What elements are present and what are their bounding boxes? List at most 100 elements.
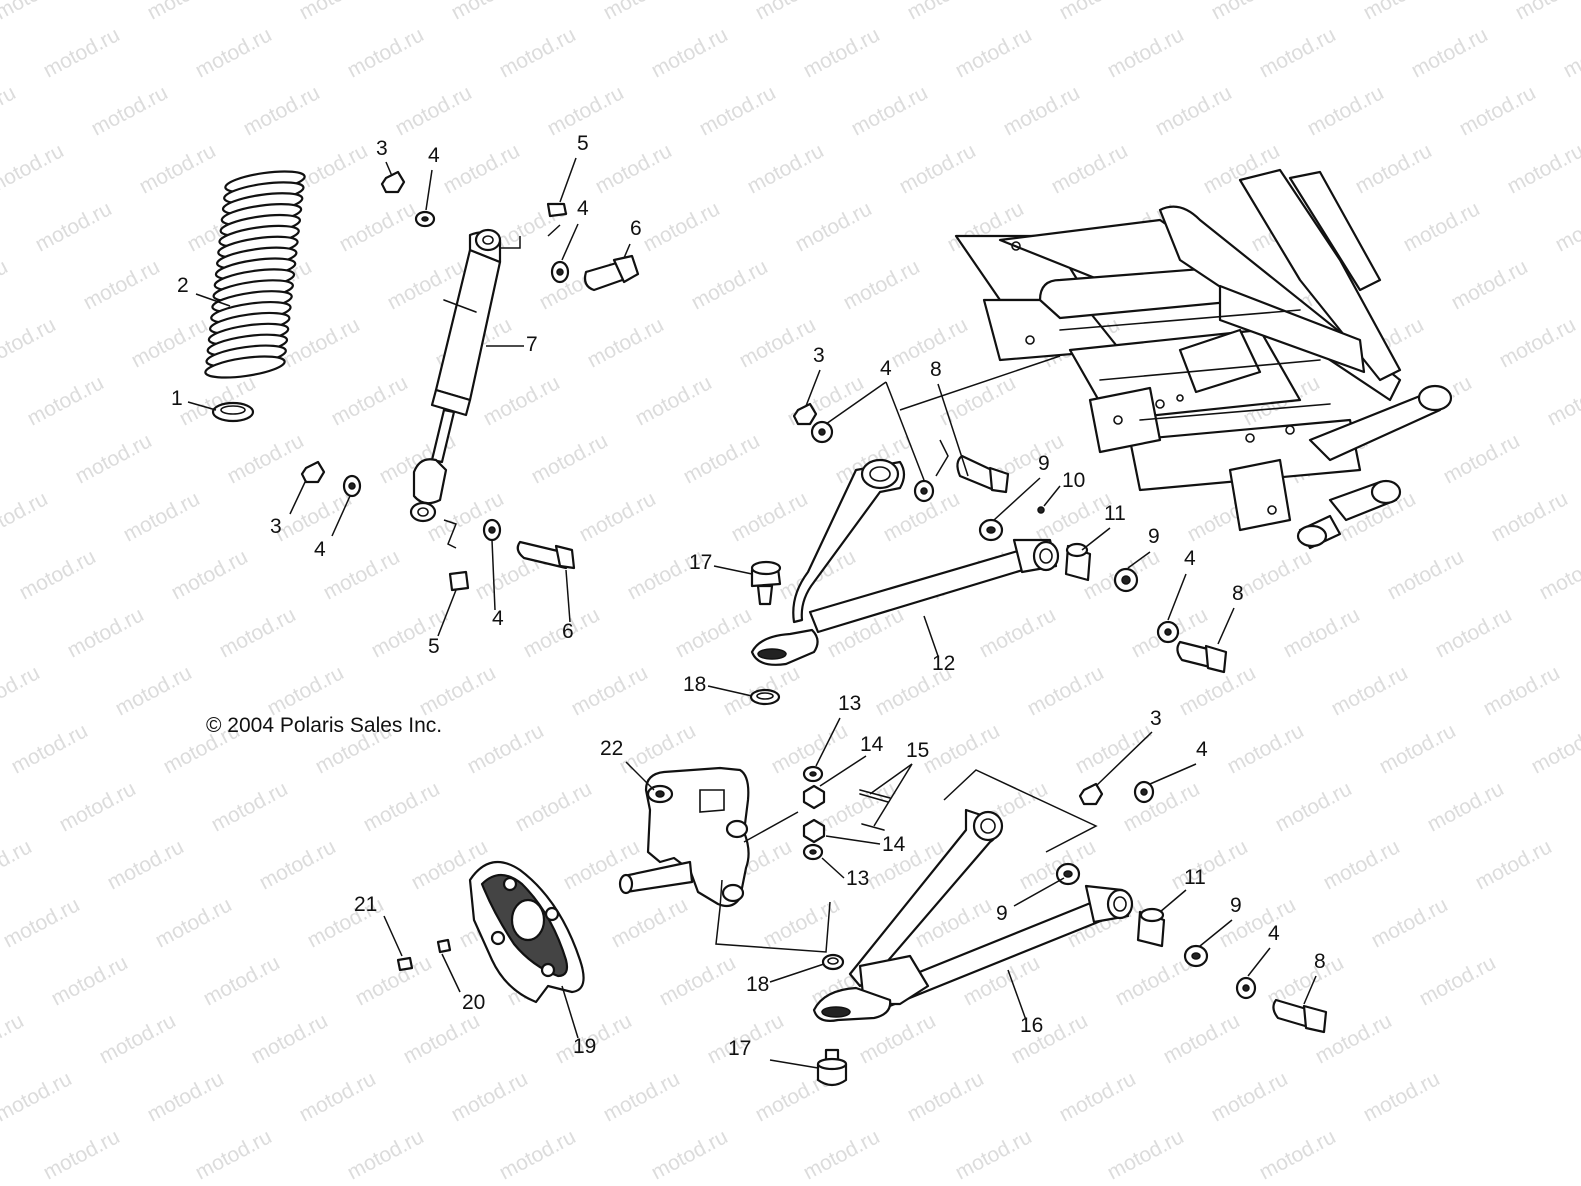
callout-leader — [625, 761, 655, 791]
callout-leader — [441, 953, 461, 993]
callout-leader — [1149, 763, 1197, 785]
callout-number: 19 — [573, 1035, 596, 1058]
upper-arm-hardware — [792, 355, 1228, 674]
callout-number: 3 — [270, 515, 282, 538]
callout-leader — [1303, 975, 1317, 1005]
callout-leader — [559, 157, 577, 203]
spindle-hardware — [802, 765, 826, 861]
upper-a-arm — [750, 458, 1060, 666]
callout-leader — [825, 381, 887, 425]
callout-leader — [923, 615, 939, 657]
callout-number: 9 — [1148, 525, 1160, 548]
callout-leader — [561, 223, 579, 261]
cotter-pins — [859, 789, 891, 831]
callout-number: 7 — [526, 333, 538, 356]
callout-leader — [873, 763, 913, 827]
callout-number: 17 — [689, 551, 712, 574]
callout-leader — [821, 857, 845, 879]
callout-leader — [1159, 889, 1187, 913]
callout-leader — [195, 293, 231, 307]
callout-number: 6 — [630, 217, 642, 240]
callout-number: 5 — [428, 635, 440, 658]
callout-number: 18 — [683, 673, 706, 696]
lower-ball-joint — [816, 1048, 848, 1087]
callout-leader — [937, 383, 969, 477]
callout-number: 12 — [932, 652, 955, 675]
lower-retaining-ring — [821, 953, 845, 971]
spring-retainer — [211, 401, 255, 423]
callout-number: 11 — [1104, 502, 1126, 525]
callout-leader — [1081, 527, 1111, 551]
callout-number: 8 — [1314, 950, 1326, 973]
callout-leader — [805, 369, 821, 407]
brake-disc-shield — [468, 860, 585, 1004]
callout-leader — [425, 169, 433, 211]
lower-a-arm — [812, 769, 1134, 1022]
callout-leader — [383, 915, 403, 957]
callout-leader — [1127, 551, 1151, 569]
callout-number: 4 — [1196, 738, 1208, 761]
callout-leader — [1013, 877, 1065, 907]
callout-leader — [623, 243, 631, 259]
callout-number: 1 — [171, 387, 183, 410]
callout-leader — [1199, 919, 1233, 947]
vehicle-frame — [954, 168, 1453, 550]
callout-leader — [1217, 607, 1235, 645]
callout-number: 6 — [562, 620, 574, 643]
coil-spring — [204, 170, 306, 379]
callout-leader — [769, 1059, 819, 1069]
callout-number: 20 — [462, 991, 485, 1014]
callout-number: 18 — [746, 973, 769, 996]
callout-number: 4 — [492, 607, 504, 630]
callout-number: 4 — [1268, 922, 1280, 945]
callout-number: 9 — [996, 902, 1008, 925]
callout-leader — [1043, 485, 1061, 507]
callout-leader — [187, 401, 217, 411]
spring-coil — [204, 355, 286, 379]
callout-number: 14 — [882, 833, 906, 856]
callout-leader — [713, 565, 753, 575]
callout-number: 15 — [906, 739, 929, 762]
callout-leader — [819, 755, 867, 787]
shield-fasteners — [396, 938, 452, 972]
callout-number: 3 — [813, 344, 825, 367]
callout-number: 8 — [1232, 582, 1244, 605]
steering-spindle — [618, 766, 831, 953]
callout-leader — [869, 763, 913, 795]
callout-number: 13 — [838, 692, 861, 715]
callout-leader — [385, 161, 393, 177]
callout-number: 16 — [1020, 1014, 1043, 1037]
shock-absorber — [409, 228, 502, 523]
callout-number: 22 — [600, 737, 623, 760]
lower-arm-hardware — [1055, 780, 1328, 1034]
callout-number: 21 — [354, 893, 377, 916]
callout-number: 4 — [880, 357, 892, 380]
callout-number: 5 — [577, 132, 589, 155]
upper-ball-joint — [750, 560, 782, 606]
callout-number: 17 — [728, 1037, 751, 1060]
callout-leader — [885, 381, 925, 481]
copyright-notice: © 2004 Polaris Sales Inc. — [206, 714, 443, 737]
callout-number: 3 — [1150, 707, 1162, 730]
callout-leader — [561, 985, 579, 1039]
callout-leader — [1007, 969, 1027, 1021]
callout-number: 4 — [314, 538, 326, 561]
callout-number: 4 — [1184, 547, 1196, 570]
callout-number: 11 — [1184, 866, 1206, 889]
callout-number: 14 — [860, 733, 884, 756]
callout-number: 4 — [428, 144, 440, 167]
callout-leader — [437, 589, 457, 637]
callout-number: 2 — [177, 274, 189, 297]
callout-leader — [707, 685, 753, 697]
callout-leader — [1167, 573, 1187, 621]
callout-leader — [769, 963, 825, 983]
callout-leader — [825, 835, 881, 845]
callout-leader — [289, 479, 307, 515]
callout-leader — [565, 569, 571, 623]
callout-number: 13 — [846, 867, 869, 890]
callout-leader — [1247, 947, 1271, 977]
callout-leader — [1095, 731, 1153, 787]
